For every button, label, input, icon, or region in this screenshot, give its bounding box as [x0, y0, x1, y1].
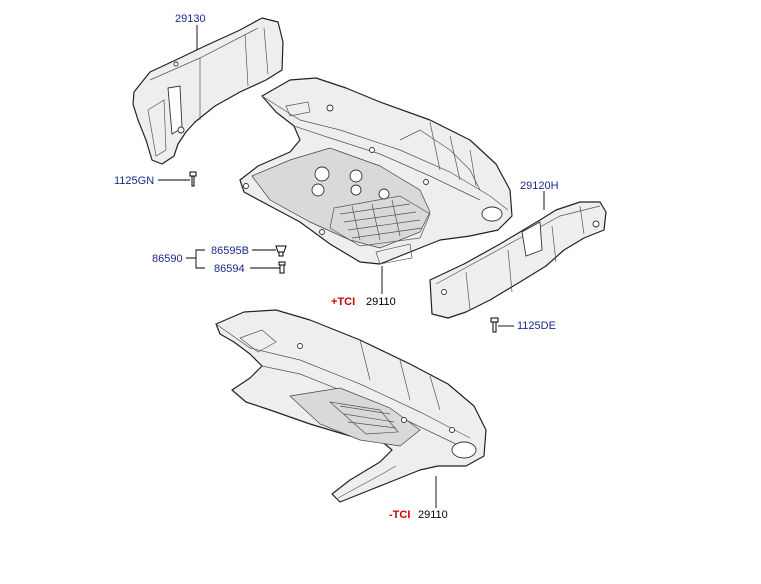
bolt-1125GN [189, 171, 197, 187]
leader-lines [158, 25, 545, 508]
fastener-86594 [278, 261, 286, 274]
label-variant-minus-tci: -TCI [389, 509, 411, 521]
shield-29130 [132, 17, 284, 165]
label-1125DE[interactable]: 1125DE [517, 320, 556, 332]
label-variant-plus-tci: +TCI [331, 296, 356, 308]
bolt-1125DE [490, 317, 499, 333]
label-29130[interactable]: 29130 [175, 13, 206, 25]
undercover-29110-tci-minus [215, 309, 487, 503]
label-86594[interactable]: 86594 [214, 263, 245, 275]
clip-86595B [275, 245, 287, 257]
label-29120H[interactable]: 29120H [520, 180, 559, 192]
label-86595B[interactable]: 86595B [211, 245, 249, 257]
label-29110-lower[interactable]: 29110 [418, 509, 448, 521]
label-1125GN[interactable]: 1125GN [114, 175, 155, 187]
shield-29120H [429, 201, 607, 319]
label-29110-upper[interactable]: 29110 [366, 296, 396, 308]
label-86590[interactable]: 86590 [152, 253, 183, 265]
undercover-29110-tci-plus [239, 77, 513, 265]
